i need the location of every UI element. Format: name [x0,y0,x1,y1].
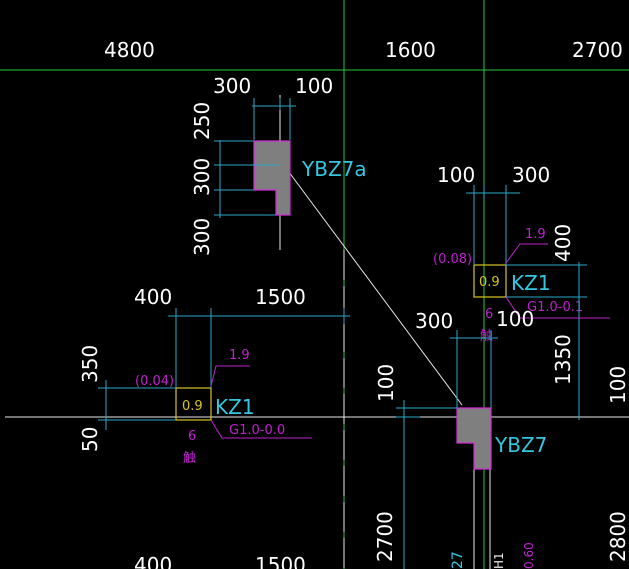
kz1-left-top-note: 1.9 [229,348,250,363]
kz1-left-label: KZ1 [215,395,255,419]
ybz7-dimension-lines [396,330,498,569]
kz1-left-leader-top [210,365,250,387]
bottom-dim-2700: 2700 [373,511,397,562]
kz1-left-paren-value: (0.04) [135,374,174,389]
kz1-right-top-note: 1.9 [525,227,546,242]
ybz7a-dim-100: 100 [295,74,333,98]
bottom-label-h1: H1 [492,552,506,569]
kz1-right-dimension-lines [466,185,587,420]
ybz7-dim-300: 300 [415,309,453,333]
bottom-dim-1500: 1500 [255,553,306,569]
kz1-left-dim-400: 400 [134,285,172,309]
kz1-right-below-char: 触 [480,329,493,344]
ybz7-dim-1350: 1350 [551,334,575,385]
bottom-label-060: 0.60 [522,542,536,569]
ybz7a-dimension-lines [214,98,296,218]
ybz7-label: YBZ7 [494,433,547,457]
kz1-left-dim-350: 350 [78,345,102,383]
ybz7a-column-shape[interactable] [253,140,291,216]
kz1-right-dim-400: 400 [551,224,575,262]
ybz7-column-shape[interactable] [456,407,492,470]
bottom-dim-2800: 2800 [606,511,629,562]
ybz7-dim-100-c: 100 [606,366,629,404]
kz1-right-g-text: G1.0-0.1 [527,300,583,315]
ybz7a-dim-300-b: 300 [190,218,214,256]
ybz7a-dim-250: 250 [190,102,214,140]
kz1-right-label: KZ1 [511,271,551,295]
kz1-right-leader-bottom [505,296,610,319]
kz1-right-below-number: 6 [485,307,493,322]
kz1-right-inner-value: 0.9 [479,275,500,290]
grid-dim-4800: 4800 [104,38,155,62]
kz1-left-leader-bottom [210,419,312,439]
kz1-left-below-char: 触 [183,451,196,466]
kz1-right-column-box[interactable] [473,264,507,298]
kz1-left-g-text: G1.0-0.0 [229,423,285,438]
kz1-left-below-number: 6 [188,429,196,444]
ybz7-dim-100-a: 100 [496,307,534,331]
ybz7a-label: YBZ7a [301,157,367,181]
kz1-left-dim-50: 50 [78,427,102,452]
grid-dim-1600: 1600 [385,38,436,62]
ybz7a-dim-300-a: 300 [190,158,214,196]
diagonal-leader-line [279,159,463,406]
ybz7a-dim-300: 300 [213,74,251,98]
kz1-left-dim-1500: 1500 [255,285,306,309]
bottom-label-27: 27 [450,551,466,569]
kz1-right-paren-value: (0.08) [433,252,472,267]
bottom-dim-400: 400 [134,553,172,569]
kz1-right-dim-100: 100 [437,163,475,187]
kz1-left-inner-value: 0.9 [182,399,203,414]
kz1-left-column-box[interactable] [175,387,212,421]
ybz7-dim-100-b: 100 [374,364,398,402]
kz1-left-dimension-lines [98,308,350,430]
kz1-right-leader-top [505,243,548,264]
kz1-right-dim-300: 300 [512,163,550,187]
grid-dim-2700: 2700 [572,38,623,62]
